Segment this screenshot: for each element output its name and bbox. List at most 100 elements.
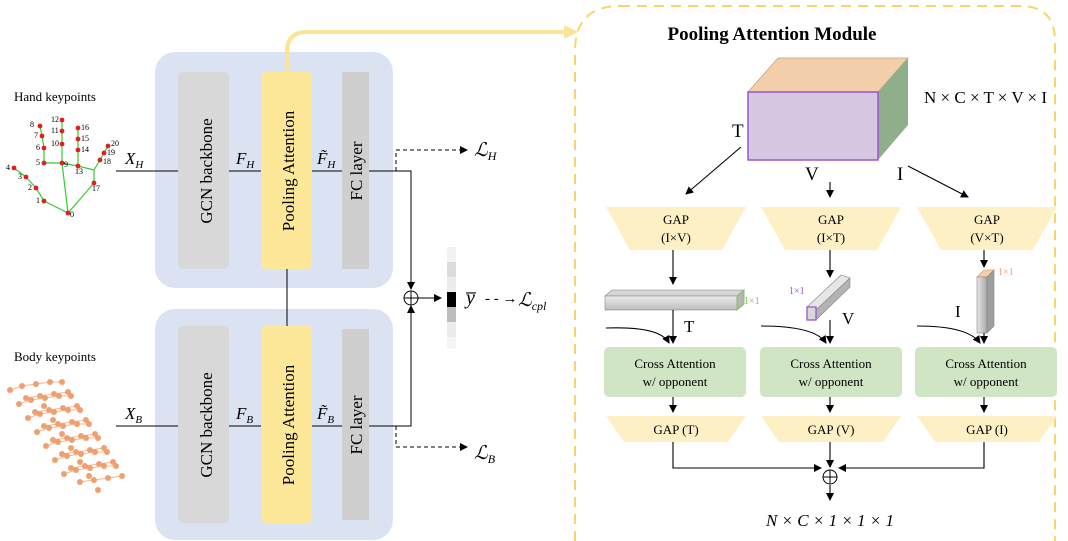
svg-text:w/ opponent: w/ opponent <box>643 374 708 389</box>
svg-text:Cross Attention: Cross Attention <box>790 356 872 371</box>
body-keypoints-label: Body keypoints <box>14 349 96 364</box>
hand-joint <box>101 150 107 156</box>
gap-bottom-i: GAP (I) <box>917 416 1057 442</box>
tensor-to-cross-arrows <box>605 310 988 344</box>
hand-joint-id: 5 <box>36 158 40 167</box>
gap-top-i <box>917 207 1057 250</box>
hand-joint-id: 4 <box>6 163 10 172</box>
hand-pooled-feature-label: F̃H <box>316 149 336 171</box>
hand-joint <box>75 163 81 169</box>
input-tensor-cube <box>747 57 909 161</box>
body-pooled-feature-label: F̃B <box>316 404 334 426</box>
body-skeleton-icon <box>7 379 125 493</box>
hand-joint-id: 6 <box>36 143 40 152</box>
hand-joint-id: 11 <box>51 126 59 135</box>
body-frame <box>52 449 116 479</box>
axis-t-label: T <box>732 121 744 142</box>
hand-joint-id: 2 <box>28 183 32 192</box>
hand-joint <box>91 180 97 186</box>
body-frame <box>16 393 80 423</box>
hand-joint-id: 20 <box>111 139 119 148</box>
branch-v: GAP (I×T) <box>761 207 901 250</box>
svg-text:(I×V): (I×V) <box>661 230 691 245</box>
svg-text:GAP: GAP <box>663 212 689 227</box>
hand-joint <box>41 160 47 166</box>
hand-joint <box>37 123 43 129</box>
hand-joint <box>59 141 65 147</box>
hand-loss-label: ℒH <box>474 140 498 163</box>
merge-lines <box>672 442 985 501</box>
svg-text:GAP: GAP <box>974 212 1000 227</box>
hand-gcn-backbone <box>178 72 229 269</box>
svg-text:GAP: GAP <box>818 212 844 227</box>
hand-input-label: XH <box>124 149 144 171</box>
tensor-t-axis-label: T <box>684 317 695 336</box>
body-pooling-attention <box>261 326 312 523</box>
axis-i-label: I <box>897 164 903 185</box>
cross-attention-t: Cross Attention w/ opponent <box>604 347 746 397</box>
hand-joint-id: 1 <box>36 196 40 205</box>
hand-joint <box>75 125 81 131</box>
tensor-i-bar <box>976 269 995 334</box>
hand-joint <box>41 198 47 204</box>
gap-to-tensor-arrows <box>669 250 988 285</box>
svg-text:w/ opponent: w/ opponent <box>954 374 1019 389</box>
svg-text:(I×T): (I×T) <box>817 230 845 245</box>
output-y-label: y̅ <box>464 287 477 309</box>
tensor-i-size-label: 1×1 <box>998 267 1014 278</box>
hand-pooling-attention-label: Pooling Attention <box>279 110 298 231</box>
tensor-v-axis-label: V <box>842 309 855 328</box>
hand-joint-id: 10 <box>51 139 59 148</box>
hand-keypoints-label: Hand keypoints <box>14 89 96 104</box>
module-expand-arrow <box>285 25 578 72</box>
body-frame <box>7 379 71 409</box>
hand-joint <box>97 157 103 163</box>
hand-joint-id: 7 <box>34 131 38 140</box>
split-arrows <box>685 146 969 198</box>
hand-joint-id: 19 <box>107 148 115 157</box>
tensor-t-bar <box>604 288 745 312</box>
tensor-i-axis-label: I <box>955 302 961 321</box>
body-input-label: XB <box>124 404 142 426</box>
branch-i: GAP (V×T) <box>917 207 1057 250</box>
hand-joint-id: 14 <box>81 145 89 154</box>
hand-joint-id: 8 <box>30 120 34 129</box>
hand-joint-id: 3 <box>18 172 22 181</box>
hand-joint <box>59 128 65 134</box>
tensor-v-size-label: 1×1 <box>789 286 805 297</box>
hand-joint <box>65 210 71 216</box>
hand-fc-layer <box>342 72 369 269</box>
svg-text:Cross Attention: Cross Attention <box>634 356 716 371</box>
body-fc-layer-label: FC layer <box>347 395 366 454</box>
body-fc-layer <box>342 329 369 520</box>
svg-text:GAP (T): GAP (T) <box>653 422 698 437</box>
svg-text:Cross Attention: Cross Attention <box>945 356 1027 371</box>
hand-joint <box>59 117 65 123</box>
stream-flow-lines <box>116 170 442 427</box>
tensor-t-size-label: 1×1 <box>744 296 760 307</box>
body-feature-label: FB <box>235 404 253 426</box>
cross-to-gap-arrows <box>669 397 988 413</box>
hand-joint-id: 16 <box>81 123 89 132</box>
svg-text:GAP (I): GAP (I) <box>966 422 1008 437</box>
hand-joint <box>41 145 47 151</box>
gap-bottom-t: GAP (T) <box>606 416 746 442</box>
hand-joint <box>75 147 81 153</box>
hand-feature-label: FH <box>235 149 255 171</box>
hand-joint-id: 15 <box>81 134 89 143</box>
svg-text:w/ opponent: w/ opponent <box>799 374 864 389</box>
gap-top-v <box>761 207 901 250</box>
cross-attention-i: Cross Attention w/ opponent <box>915 347 1057 397</box>
body-loss-label: ℒB <box>474 443 496 466</box>
body-frame <box>25 407 89 437</box>
module-title: Pooling Attention Module <box>667 24 876 45</box>
cross-attention-v: Cross Attention w/ opponent <box>760 347 902 397</box>
gap-bottom-v: GAP (V) <box>761 416 901 442</box>
hand-joint <box>39 133 45 139</box>
hand-joint-id: 0 <box>70 210 74 219</box>
output-dashed-arrow: - - → <box>485 291 518 307</box>
hand-joint <box>105 143 111 149</box>
input-shape-label: N × C × T × V × I <box>924 88 1047 107</box>
cpl-loss-label: ℒcpl <box>518 290 547 313</box>
